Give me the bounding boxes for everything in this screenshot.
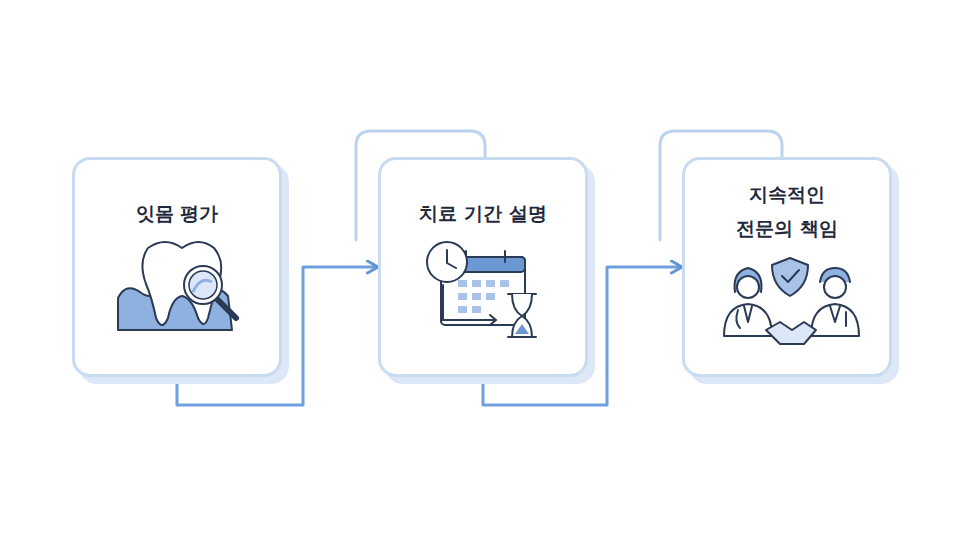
step-title: 치료 기간 설명 — [388, 196, 578, 230]
tooth-icon — [118, 242, 236, 330]
schedule-icon-part — [458, 280, 509, 313]
schedule-icon-part-part — [472, 306, 481, 313]
step-box: 치료 기간 설명 — [378, 157, 588, 377]
specialist-icon-part — [845, 312, 847, 326]
schedule-icon-part — [443, 285, 495, 320]
step-box: 잇몸 평가 — [72, 157, 282, 377]
schedule-icon-part — [427, 242, 467, 282]
specialist-icon-part — [811, 304, 859, 336]
tooth-icon-part — [189, 271, 217, 299]
tooth-icon-part — [184, 266, 222, 304]
schedule-icon-part-part — [458, 280, 467, 287]
specialist-icon-part — [782, 270, 799, 282]
step-title: 지속적인 전문의 책임 — [725, 177, 850, 245]
schedule-icon-part — [465, 251, 467, 262]
schedule-icon-part — [441, 257, 525, 325]
specialist-icon-part — [830, 306, 840, 322]
schedule-icon-part-part — [458, 306, 467, 313]
schedule-icon-part-part — [486, 280, 495, 287]
schedule-icon-part — [441, 257, 525, 272]
tooth-icon-part — [193, 280, 212, 292]
step-box: 지속적인 전문의 책임 — [682, 157, 892, 377]
schedule-icon-part — [447, 250, 456, 268]
schedule-icon-part-part — [486, 293, 495, 300]
schedule-icon-part-part — [458, 293, 467, 300]
schedule-icon-part-part — [500, 280, 509, 287]
schedule-icon-part-part — [472, 293, 481, 300]
specialist-icon — [724, 258, 859, 344]
tooth-icon-part — [216, 298, 236, 318]
schedule-icon — [427, 242, 536, 337]
schedule-icon-part-part — [472, 280, 481, 287]
schedule-icon-part — [515, 324, 529, 334]
tooth-icon-part — [118, 286, 232, 330]
specialist-icon-part — [766, 322, 816, 344]
schedule-icon-part — [508, 336, 536, 338]
specialist-icon-part — [735, 268, 762, 292]
tooth-icon-part — [142, 242, 221, 325]
step-title: 잇몸 평가 — [82, 196, 272, 230]
specialist-icon-part — [724, 304, 772, 336]
schedule-icon-part — [504, 251, 506, 262]
specialist-icon-part — [736, 310, 740, 328]
specialist-icon-part — [772, 258, 808, 296]
specialist-icon-part — [744, 306, 752, 322]
schedule-icon-part — [490, 315, 496, 325]
schedule-icon-part — [512, 294, 532, 337]
specialist-icon-part — [737, 276, 759, 298]
specialist-icon-part — [820, 268, 850, 282]
specialist-icon-part — [824, 276, 846, 298]
schedule-icon-part — [508, 293, 536, 295]
